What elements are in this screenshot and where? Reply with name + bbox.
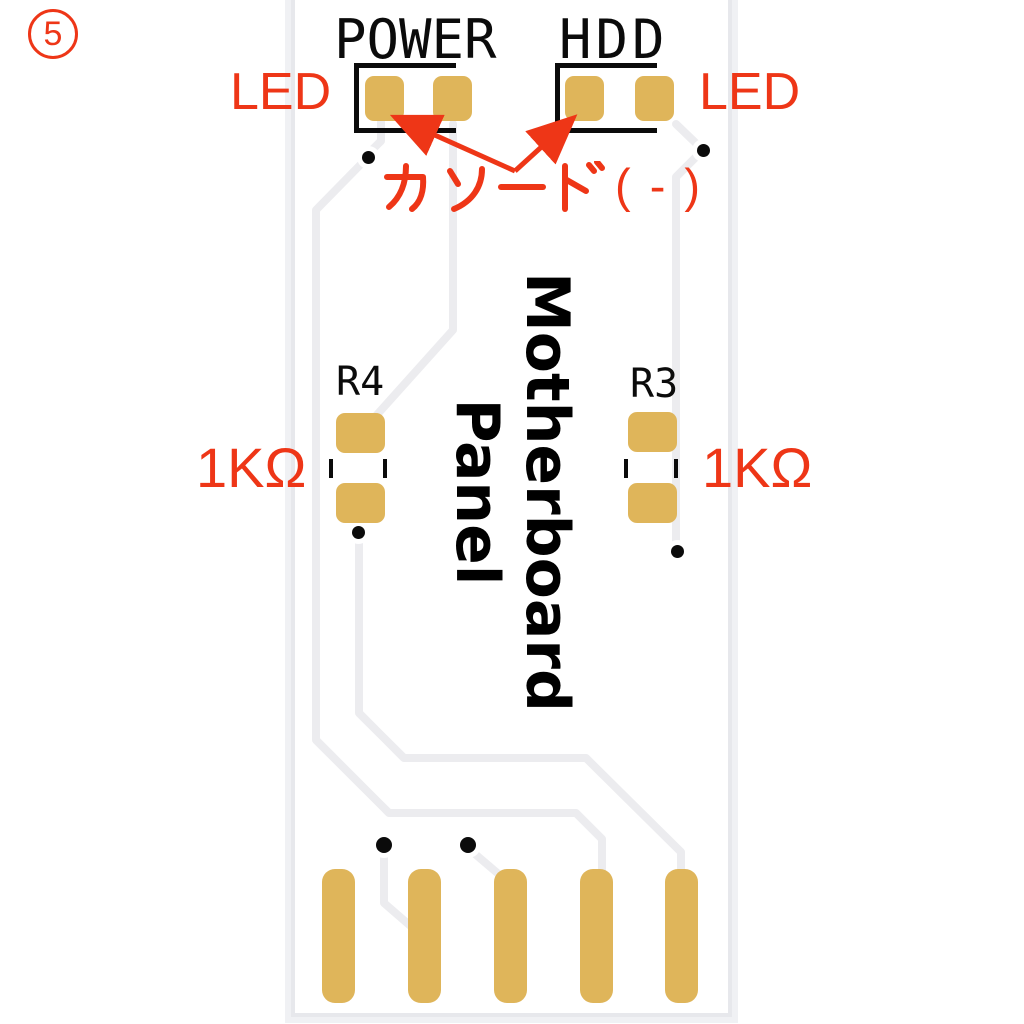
r3-pad-bottom (628, 483, 677, 523)
power-led-outline (354, 63, 456, 133)
connector-finger-5 (665, 869, 698, 1003)
r3-outline-tick (624, 459, 628, 478)
r4-pad-top (336, 413, 385, 453)
via-dot (697, 144, 710, 157)
led-label-left: LED (230, 63, 332, 121)
via-dot (460, 837, 476, 853)
power-label: POWER (334, 8, 497, 71)
power-led-pad-anode (433, 76, 472, 121)
kana-so (447, 166, 485, 212)
r4-designator: R4 (336, 359, 385, 405)
power-led-pad-cathode (365, 76, 404, 121)
connector-finger-3 (494, 869, 527, 1003)
via-dot (352, 526, 365, 539)
r4-value-label: 1KΩ (196, 436, 307, 499)
r3-pad-top (628, 412, 677, 452)
cathode-annotation: ( - ) (383, 161, 703, 215)
hdd-led-pad-anode (635, 76, 674, 121)
r4-outline-tick (383, 459, 387, 478)
board-title: Motherboard Panel (442, 252, 582, 732)
cathode-kana-text (384, 161, 605, 212)
connector-finger-4 (580, 869, 613, 1003)
connector-finger-1 (322, 869, 355, 1003)
hdd-label: HDD (559, 8, 669, 71)
r4-pad-bottom (336, 483, 385, 523)
r3-value-label: 1KΩ (702, 436, 813, 499)
kana-do (562, 161, 605, 212)
connector-finger-2 (408, 869, 441, 1003)
step-number-badge: 5 (28, 9, 78, 59)
via-dot (362, 151, 375, 164)
cathode-suffix: ( - ) (615, 159, 704, 212)
step-number: 5 (43, 14, 63, 53)
board-title-line2: Panel (442, 398, 512, 586)
kana-ka (384, 163, 427, 212)
r3-outline-tick (674, 459, 678, 478)
board-title-line1: Motherboard (512, 272, 582, 712)
via-dot (376, 837, 392, 853)
led-label-right: LED (699, 63, 801, 121)
r3-designator: R3 (630, 361, 679, 407)
via-dot (671, 545, 684, 558)
hdd-led-outline (555, 63, 657, 133)
hdd-led-pad-cathode (565, 76, 604, 121)
r4-outline-tick (329, 459, 333, 478)
